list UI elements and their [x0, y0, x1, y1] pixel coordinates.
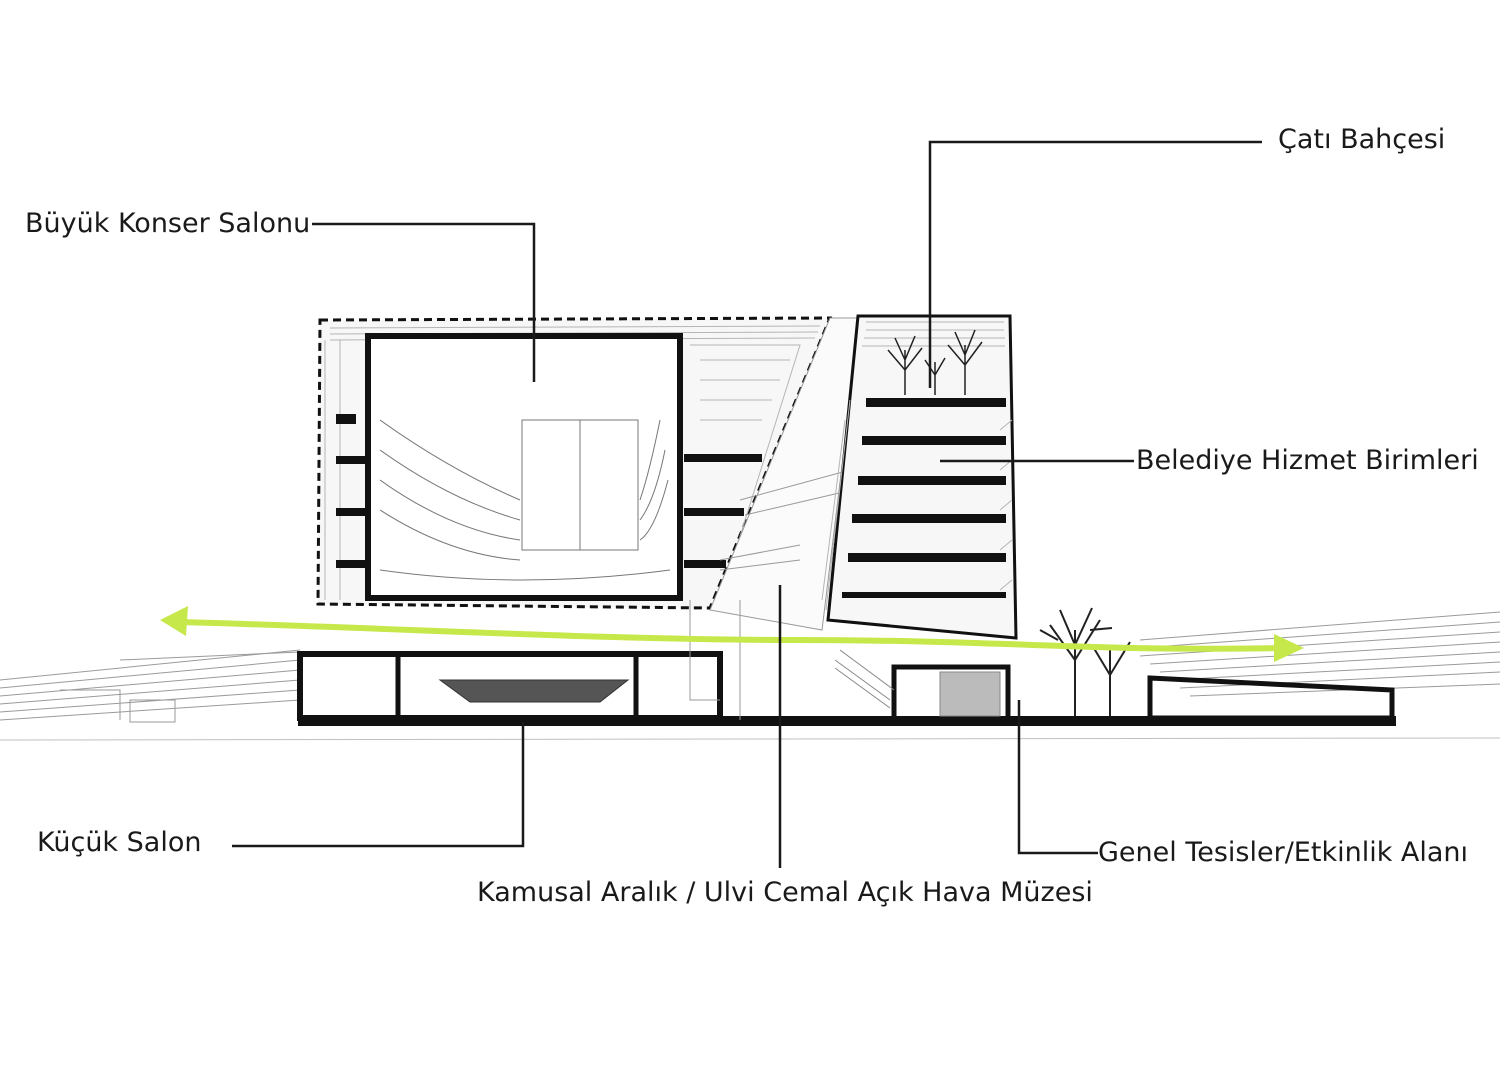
public-gap	[689, 317, 861, 720]
office-tower	[821, 314, 1018, 640]
concert-hall-block	[316, 316, 833, 610]
label-kamusal-aralik: Kamusal Aralık / Ulvi Cemal Açık Hava Mü…	[477, 877, 1093, 908]
small-hall-seating	[438, 679, 630, 703]
leader-buyuk-konser	[312, 222, 536, 382]
label-cati-bahcesi: Çatı Bahçesi	[1278, 124, 1446, 155]
arrow-head-left	[160, 606, 188, 636]
concert-hall-box	[365, 333, 683, 601]
circulation-arrow	[160, 606, 1304, 662]
label-genel-tesisler: Genel Tesisler/Etkinlik Alanı	[1098, 837, 1469, 868]
roof-garden-trees	[887, 329, 983, 395]
leader-kucuk-salon	[232, 722, 525, 848]
ramp	[834, 649, 895, 709]
leader-lines	[232, 140, 1262, 868]
label-kucuk-salon: Küçük Salon	[37, 827, 202, 858]
label-buyuk-konser-salonu: Büyük Konser Salonu	[25, 208, 311, 239]
street-trees	[1039, 607, 1131, 716]
leader-genel-tesisler	[1017, 700, 1098, 855]
label-belediye-hizmet-birimleri: Belediye Hizmet Birimleri	[1136, 445, 1479, 476]
podium	[297, 651, 1396, 726]
arrow-head-right	[1274, 634, 1304, 662]
leader-cati-bahcesi	[928, 140, 1262, 388]
